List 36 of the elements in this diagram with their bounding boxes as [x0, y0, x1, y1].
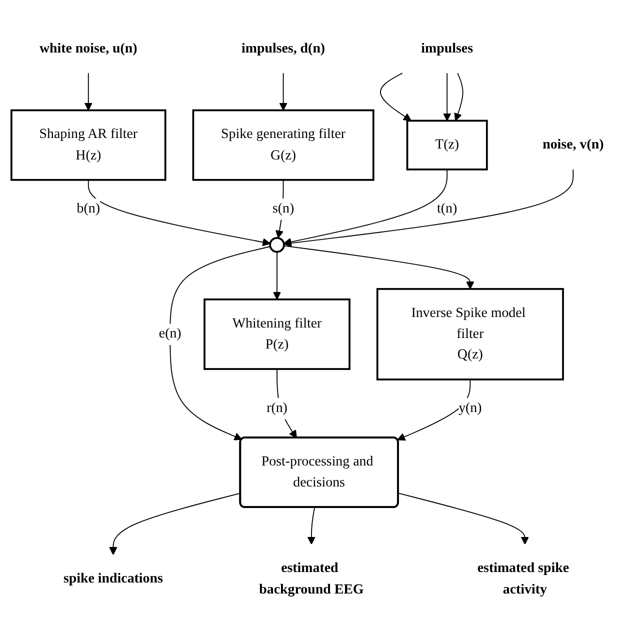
edge-label: t(n) — [437, 202, 458, 216]
node-text: white noise, u(n) — [39, 41, 138, 56]
node-box: Inverse Spike model filter Q(z) — [376, 288, 564, 381]
node-text: estimated background EEG — [259, 561, 364, 598]
node-box: T(z) — [406, 120, 488, 171]
arrow — [275, 180, 284, 239]
edge-label: b(n) — [76, 202, 100, 216]
edge-label: r(n) — [266, 401, 288, 416]
node-text: noise, v(n) — [542, 138, 604, 153]
edge-label: e(n) — [158, 326, 182, 342]
arrow — [284, 169, 574, 248]
node-text: impulses — [421, 41, 474, 56]
arrow — [88, 180, 271, 247]
arrow — [443, 73, 452, 122]
edge-label: s(n) — [272, 202, 294, 216]
arrow — [398, 493, 529, 545]
arrow — [307, 507, 316, 545]
node-box: Shaping AR filter H(z) — [10, 110, 166, 182]
arrow — [283, 246, 474, 290]
arrow — [380, 73, 412, 122]
node-box: Whitening filter P(z) — [204, 298, 350, 370]
arrow — [84, 73, 92, 112]
node-box: Spike generating filter G(z) — [192, 110, 374, 182]
node-circle — [269, 237, 285, 254]
arrow — [397, 379, 471, 442]
arrow — [170, 246, 271, 441]
arrow — [109, 493, 242, 556]
node-text: spike indications — [63, 572, 163, 587]
arrow — [272, 252, 282, 300]
arrow — [454, 73, 464, 122]
arrow — [279, 73, 288, 112]
arrow — [276, 368, 297, 439]
edge-label: y(n) — [458, 401, 482, 416]
node-text: estimated spike activity — [477, 561, 570, 598]
node-text: impulses, d(n) — [242, 41, 326, 56]
arrow — [283, 169, 448, 246]
